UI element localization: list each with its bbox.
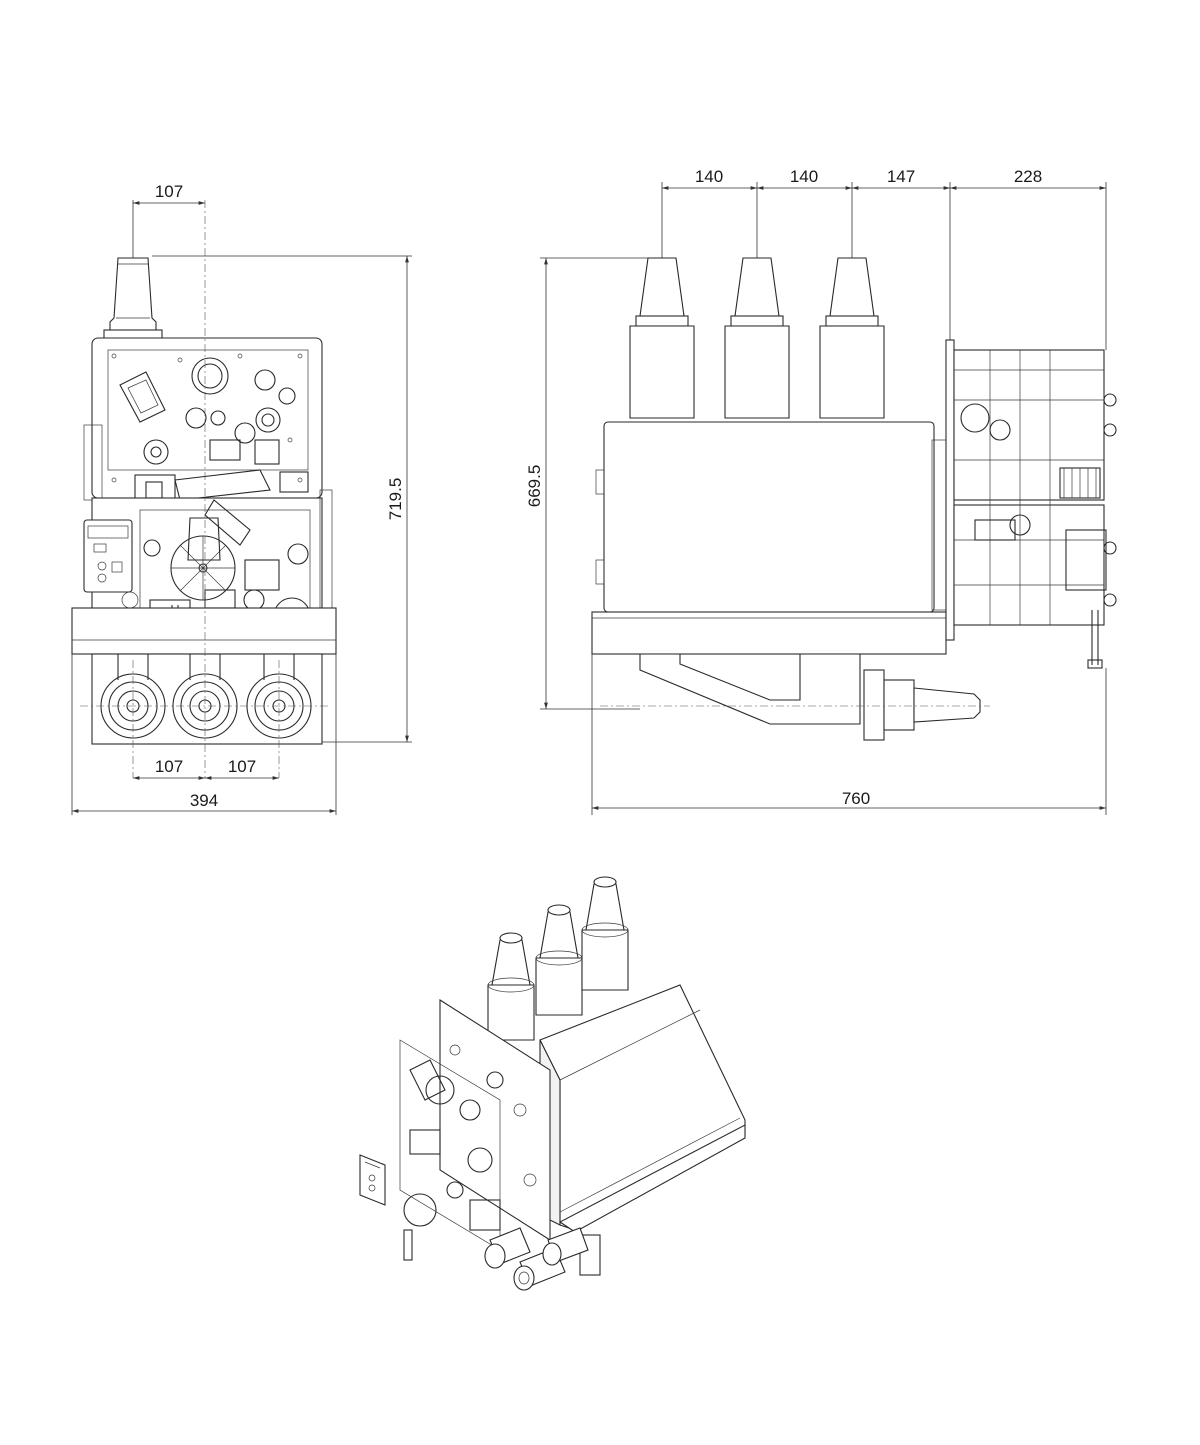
dim-pitch-1: 140 — [695, 167, 723, 186]
side-main-tank — [591, 421, 947, 655]
dim-height: 669.5 — [525, 465, 544, 508]
iso-tank — [539, 984, 746, 1276]
side-bushing-3 — [819, 257, 885, 419]
dim-overall-width: 394 — [190, 791, 218, 810]
isometric-view — [359, 876, 746, 1291]
dim-bottom-pitch-left: 107 — [155, 757, 183, 776]
dim-mechanism: 228 — [1014, 167, 1042, 186]
dim-overall-length: 760 — [842, 789, 870, 808]
dim-top-pitch: 107 — [155, 182, 183, 201]
iso-mechanism — [359, 998, 551, 1261]
side-mechanism — [945, 339, 1117, 669]
side-view: 140 140 147 228 760 669.5 — [525, 167, 1117, 815]
side-bushing-2 — [724, 257, 790, 419]
front-upper-mechanism — [83, 337, 323, 506]
side-bushing-1 — [629, 257, 695, 419]
dim-overall-height: 719.5 — [386, 478, 405, 521]
dim-pitch-3: 147 — [887, 167, 915, 186]
iso-lower-terminals — [484, 1227, 589, 1291]
front-dimensions: 107 107 107 394 719.5 — [71, 182, 412, 815]
side-lower-terminal — [600, 653, 990, 741]
front-top-bushing — [103, 257, 163, 341]
side-dimensions: 140 140 147 228 760 669.5 — [525, 167, 1107, 815]
iso-bushing-1 — [487, 932, 535, 1041]
iso-bushing-3 — [581, 876, 629, 991]
dim-pitch-2: 140 — [790, 167, 818, 186]
front-base-frame — [71, 607, 337, 745]
iso-bushings — [487, 876, 629, 1041]
side-bushings — [629, 257, 885, 419]
front-view: 107 107 107 394 719.5 — [71, 182, 412, 815]
iso-bushing-2 — [535, 904, 583, 1016]
dim-bottom-pitch-right: 107 — [228, 757, 256, 776]
